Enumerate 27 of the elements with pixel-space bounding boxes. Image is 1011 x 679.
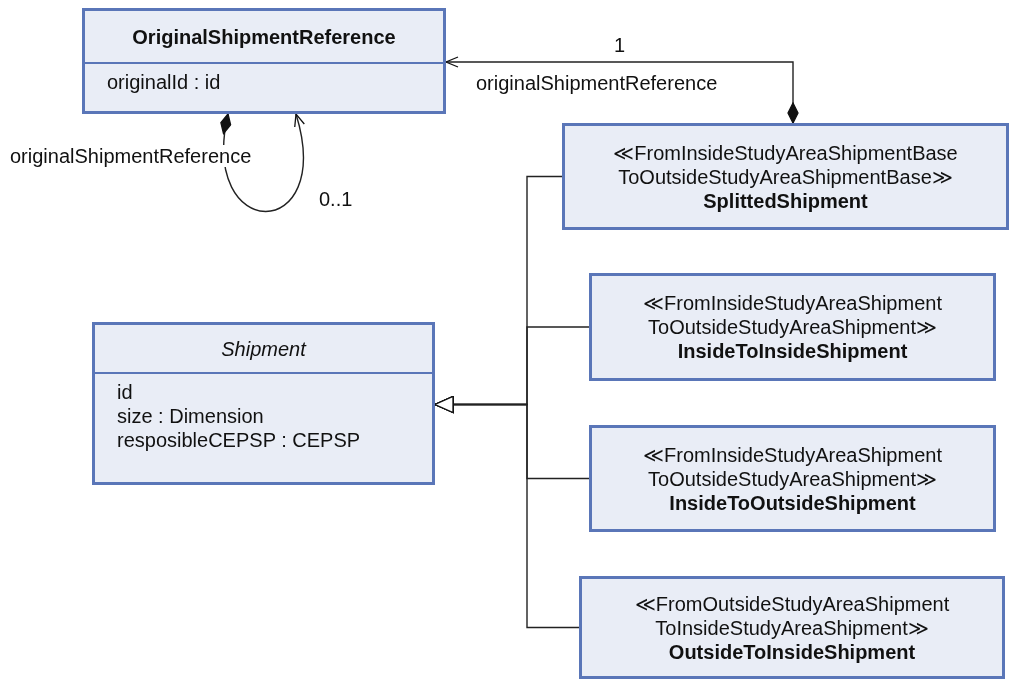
class-name: SplittedShipment	[702, 188, 869, 213]
stereotype-label: ≪FromInsideStudyAreaShipment ToOutsideStudyAreaShipment≫	[642, 442, 943, 491]
edge-label: originalShipmentReference	[476, 72, 718, 94]
attribute-text: size : Dimension	[117, 404, 264, 428]
stereotype-label: ≪FromInsideStudyAreaShipmentBase ToOutsideStudyAreaShipmentBase≫	[612, 140, 959, 189]
association-arrow	[445, 56, 799, 124]
class-box	[82, 8, 446, 114]
edge-label: originalShipmentReference	[10, 145, 252, 167]
class-box	[562, 123, 1009, 230]
class-name: Shipment	[220, 336, 308, 361]
class-name: OutsideToInsideShipment	[667, 639, 917, 664]
class-box	[579, 576, 1005, 679]
attribute-text: resposibleCEPSP : CEPSP	[117, 428, 361, 452]
stereotype-label: ≪FromOutsideStudyAreaShipment ToInsideStudyAreaShipment≫	[633, 591, 951, 640]
class-name: OriginalShipmentReference	[131, 24, 397, 49]
class-box	[589, 425, 996, 532]
class-name: InsideToOutsideShipment	[668, 490, 917, 515]
class-name: InsideToInsideShipment	[676, 339, 909, 363]
association-arrow	[221, 113, 305, 213]
class-box	[92, 322, 435, 485]
multiplicity-label: 0..1	[319, 188, 353, 210]
attribute-text: originalId : id	[107, 70, 221, 94]
attribute-text: id	[117, 380, 133, 404]
stereotype-label: ≪FromInsideStudyAreaShipment ToOutsideStudyAreaShipment≫	[642, 291, 943, 339]
class-box	[589, 273, 996, 381]
generalization-arrow	[434, 395, 580, 629]
multiplicity-label: 1	[614, 34, 626, 56]
